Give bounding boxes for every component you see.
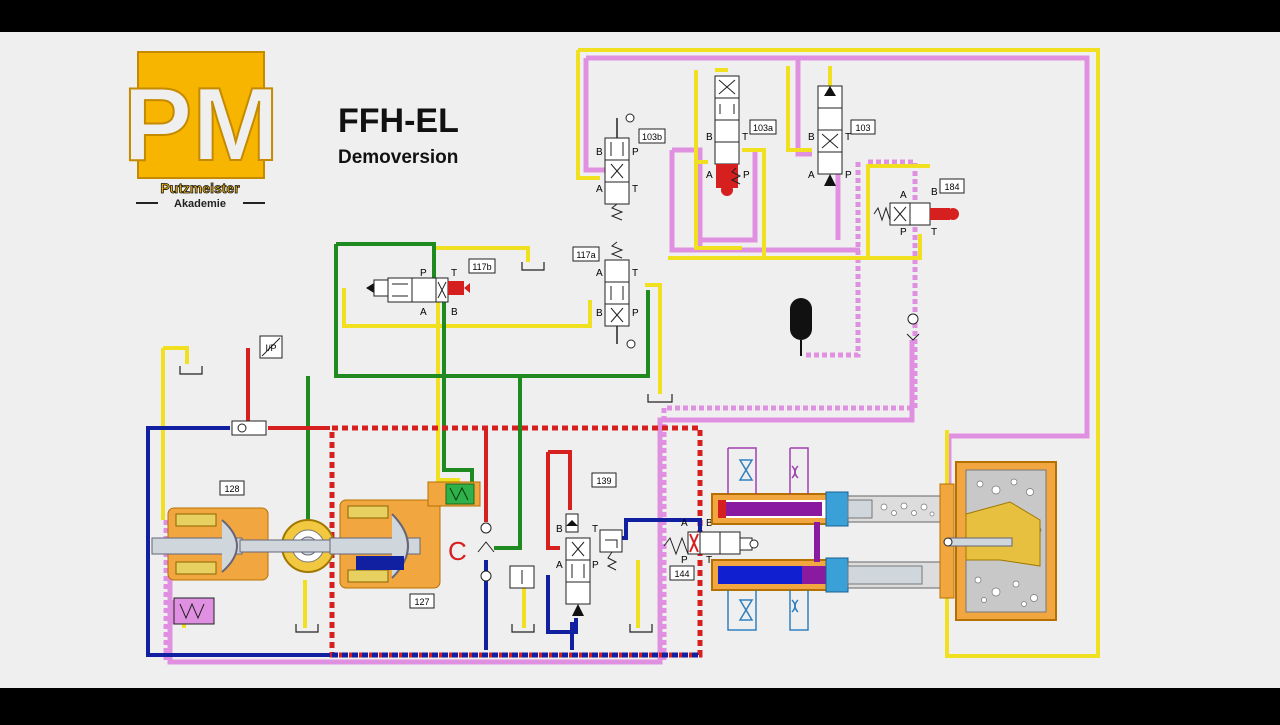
- valve-103a[interactable]: B T A P 103a: [706, 75, 777, 196]
- port-a-label: A: [706, 170, 713, 181]
- pump-127: C 127: [329, 481, 481, 609]
- valve-117b[interactable]: P T A B 117b: [366, 258, 496, 318]
- valve-144-label: 144: [674, 569, 689, 579]
- valve-184-label: 184: [944, 182, 959, 192]
- port-b-label: B: [451, 307, 458, 318]
- port-b-label: B: [931, 187, 938, 198]
- check-valves: [477, 522, 535, 589]
- port-b-label: B: [706, 132, 713, 143]
- page-subtitle: Demoversion: [338, 147, 458, 168]
- valve-103a-label: 103a: [753, 123, 773, 133]
- port-t-label: T: [451, 268, 457, 279]
- port-t-label: T: [931, 227, 937, 238]
- valve-103-label: 103: [855, 123, 870, 133]
- port-t-label: T: [592, 524, 598, 535]
- accumulator: [790, 298, 812, 356]
- valve-184[interactable]: A B P T 184: [873, 178, 965, 238]
- port-p-label: P: [632, 308, 639, 319]
- port-a-label: A: [808, 170, 815, 181]
- valve-144[interactable]: A B P T 144: [663, 518, 759, 581]
- rotation-arrow-icon: C: [448, 536, 467, 566]
- leak-dashed-lines: [163, 159, 918, 660]
- delivery-cylinder-upper: [847, 495, 941, 523]
- concrete-hopper: [939, 461, 1057, 621]
- cylinder-link: [814, 522, 820, 562]
- pump-128-label: 128: [224, 484, 239, 494]
- port-b-label: B: [596, 147, 603, 158]
- page-title: FFH-EL: [338, 102, 459, 140]
- logo-akademie: Akademie: [174, 198, 226, 210]
- logo-block: [137, 51, 265, 179]
- pressure-dashed-lines: [329, 425, 703, 658]
- port-t-label: T: [706, 555, 712, 566]
- port-p-label: P: [681, 555, 688, 566]
- delivery-cylinder-lower: [847, 561, 941, 589]
- port-p-label: P: [632, 147, 639, 158]
- tank-symbols: [179, 262, 673, 633]
- port-a-label: A: [596, 268, 603, 279]
- check-valve-leak: [906, 313, 920, 341]
- port-b-label: B: [808, 132, 815, 143]
- logo-brand: Putzmeister: [160, 180, 240, 196]
- valve-139-label: 139: [596, 476, 611, 486]
- pressure-switch[interactable]: I/P: [259, 335, 283, 359]
- valve-103[interactable]: B T A P 103: [808, 85, 876, 186]
- valve-117a[interactable]: A T B P 117a: [572, 241, 639, 349]
- port-a-label: A: [596, 184, 603, 195]
- cylinder-upper: [711, 491, 849, 527]
- port-t-label: T: [632, 184, 638, 195]
- port-t-label: T: [742, 132, 748, 143]
- pilot-lines: [306, 242, 650, 550]
- port-t-label: T: [632, 268, 638, 279]
- cylinder-lower: [711, 557, 849, 593]
- valve-139[interactable]: B T A P 139: [556, 472, 623, 616]
- valve-103b[interactable]: B P A T 103b: [596, 113, 666, 221]
- port-b-label: B: [706, 518, 713, 529]
- sensor-circuits: [727, 447, 809, 631]
- port-a-label: A: [681, 518, 688, 529]
- port-t-label: T: [845, 132, 851, 143]
- putzmeister-logo: PM Putzmeister Akademie: [122, 51, 280, 210]
- port-b-label: B: [596, 308, 603, 319]
- port-a-label: A: [420, 307, 427, 318]
- shuttle-valve: [231, 420, 267, 436]
- logo-monogram: PM: [123, 67, 279, 183]
- port-a-label: A: [900, 190, 907, 201]
- port-p-label: P: [845, 170, 852, 181]
- port-p-label: P: [592, 560, 599, 571]
- port-a-label: A: [556, 560, 563, 571]
- pump-127-label: 127: [414, 597, 429, 607]
- port-p-label: P: [420, 268, 427, 279]
- port-p-label: P: [743, 170, 750, 181]
- return-lines: [161, 48, 1100, 658]
- valve-117a-label: 117a: [576, 250, 595, 260]
- port-p-label: P: [900, 227, 907, 238]
- valve-117b-label: 117b: [472, 262, 491, 272]
- valve-103b-label: 103b: [642, 132, 662, 142]
- pressure-switch-label: I/P: [265, 343, 276, 353]
- port-b-label: B: [556, 524, 563, 535]
